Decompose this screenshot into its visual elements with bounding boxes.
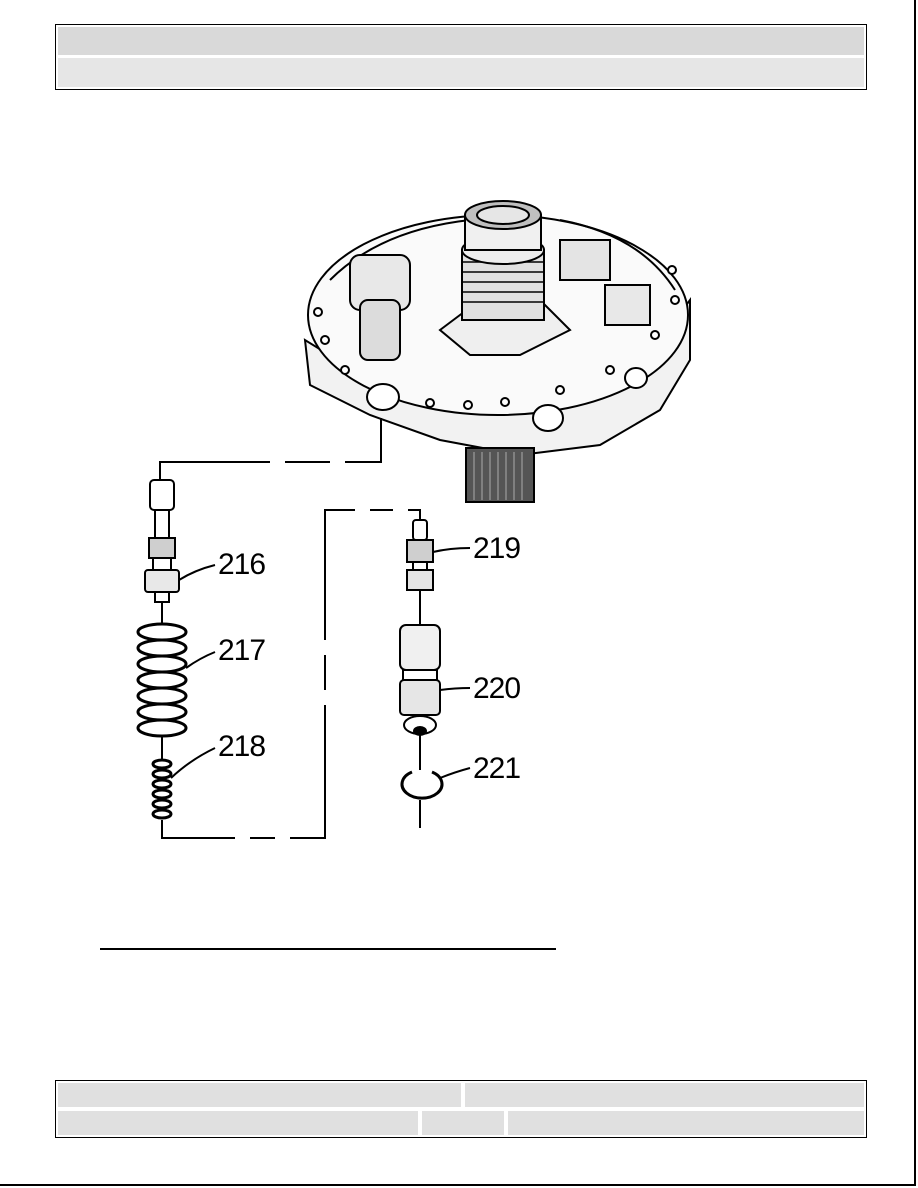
- callout-219: 219: [473, 532, 520, 565]
- callout-218: 218: [218, 730, 265, 763]
- part-217-spring: [136, 622, 188, 738]
- callout-217: 217: [218, 634, 265, 667]
- part-221-retaining-ring: [400, 770, 444, 800]
- leader-lines: [170, 547, 471, 779]
- footer-cell-1: [58, 1083, 461, 1107]
- pump-body-illustration: [303, 200, 691, 503]
- footer-table: [55, 1080, 867, 1138]
- callout-220: 220: [473, 672, 520, 705]
- part-219-valve: [406, 519, 434, 591]
- footer-cell-5: [508, 1111, 864, 1135]
- footer-cell-2: [465, 1083, 864, 1107]
- header-table: [55, 24, 867, 90]
- part-218-spring: [151, 758, 173, 820]
- header-subtitle-row: [58, 58, 864, 87]
- part-216-valve: [144, 479, 180, 603]
- connector-lines: [159, 418, 421, 840]
- footer-cell-3: [58, 1111, 418, 1135]
- callout-221: 221: [473, 752, 520, 785]
- part-220-plug: [399, 624, 441, 736]
- divider-line: [100, 948, 556, 950]
- footer-cell-4: [422, 1111, 504, 1135]
- header-title-row: [58, 27, 864, 56]
- callout-216: 216: [218, 548, 265, 581]
